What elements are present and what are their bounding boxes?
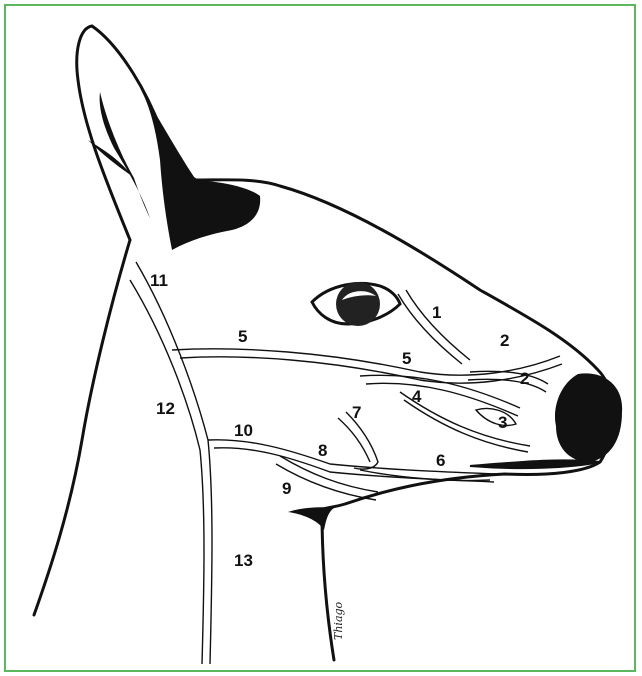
mouth [470, 460, 600, 468]
artist-signature: Thiago [332, 601, 345, 640]
label-5-left: 5 [238, 327, 247, 346]
label-4: 4 [412, 387, 422, 406]
label-5-right: 5 [402, 349, 411, 368]
label-9: 9 [282, 479, 291, 498]
label-7: 7 [352, 403, 361, 422]
label-6: 6 [436, 451, 445, 470]
label-12: 12 [156, 399, 175, 418]
label-8: 8 [318, 441, 327, 460]
label-2-lower: 2 [520, 369, 529, 388]
neck-back-outline [34, 240, 130, 615]
label-1: 1 [432, 303, 441, 322]
head-outline [77, 26, 613, 510]
label-10: 10 [234, 421, 253, 440]
inner-ear-notch [88, 140, 132, 176]
label-13: 13 [234, 551, 253, 570]
label-3: 3 [498, 413, 507, 432]
eye-pupil [336, 282, 380, 326]
nose [555, 373, 622, 462]
label-2-upper: 2 [500, 331, 509, 350]
ear-base-patch [140, 88, 260, 250]
label-11: 11 [150, 271, 168, 290]
throat-patch [288, 507, 334, 530]
